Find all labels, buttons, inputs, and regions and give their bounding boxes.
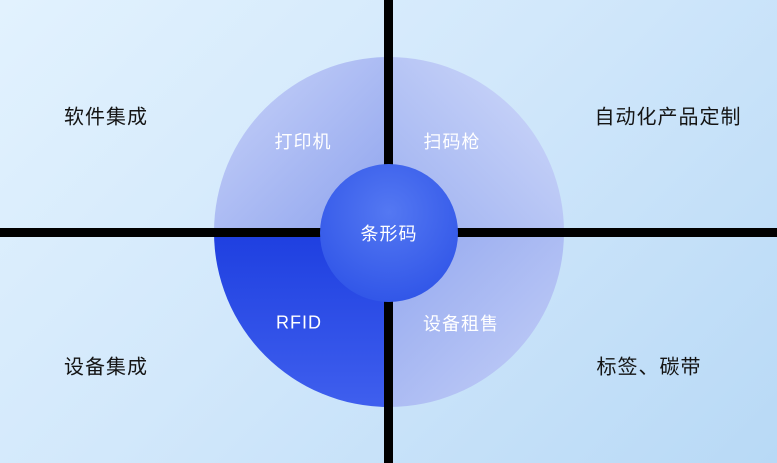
corner-label-labels-ribbons: 标签、碳带 — [596, 356, 702, 379]
center-circle-label: 条形码 — [360, 224, 418, 244]
segment-label-printer: 打印机 — [274, 132, 332, 152]
segment-label-rfid: RFID — [276, 312, 322, 333]
segment-label-equipment-rental: 设备租售 — [423, 314, 499, 334]
main-circle — [214, 57, 564, 407]
segment-label-scanner: 扫码枪 — [423, 132, 481, 152]
corner-label-software-integration: 软件集成 — [64, 106, 148, 129]
center-circle: 条形码 — [320, 164, 458, 302]
corner-label-equipment-integration: 设备集成 — [64, 356, 148, 379]
corner-label-automation-customization: 自动化产品定制 — [594, 106, 742, 129]
